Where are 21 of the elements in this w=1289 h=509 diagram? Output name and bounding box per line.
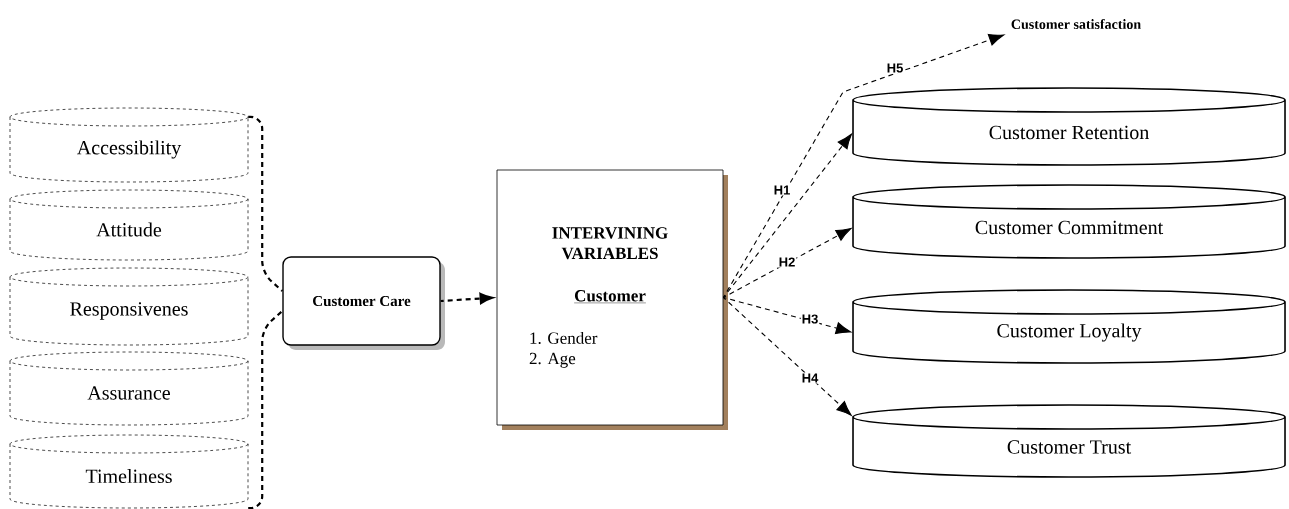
cylinder: Accessibility (9, 107, 249, 183)
edge-label: H4 (800, 372, 820, 384)
text-box: INTERVINING VARIABLES Customer 1. Gender 2. Age (496, 169, 728, 430)
edge-label: H3 (800, 313, 820, 325)
edge-label: H1 (772, 184, 792, 196)
arrow (722, 133, 852, 299)
edge-label: H2 (777, 256, 797, 268)
arrow (722, 296, 852, 416)
arrow (722, 228, 852, 299)
cylinder: Customer Retention (852, 87, 1286, 166)
cylinder: Responsivenes (9, 267, 249, 346)
cylinder: Customer Commitment (852, 184, 1286, 259)
edge-label: H5 (885, 62, 905, 74)
process-box: Customer Care (282, 256, 445, 350)
node-label: Customer satisfaction (1011, 19, 1141, 29)
cylinder: Assurance (9, 351, 249, 426)
arrow (722, 296, 852, 335)
cylinder: Timeliness (9, 434, 249, 509)
cylinder: Customer Loyalty (852, 289, 1286, 364)
cylinder: Attitude (9, 189, 249, 261)
cylinder: Customer Trust (852, 404, 1286, 478)
